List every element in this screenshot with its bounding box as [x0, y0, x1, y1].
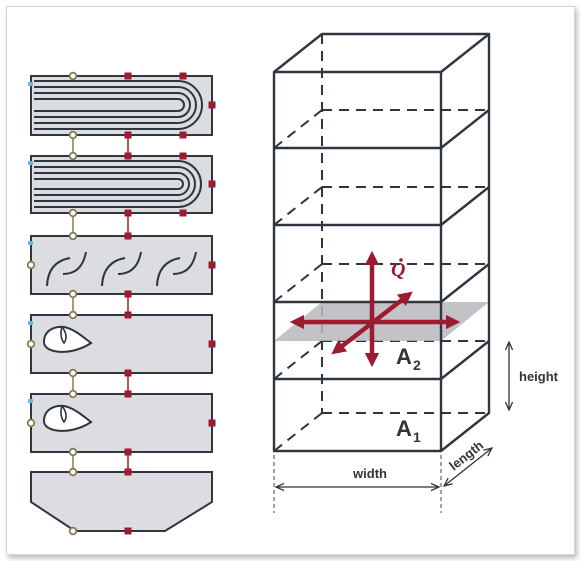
width-label: width	[352, 466, 387, 481]
depth-flux-arrow	[331, 291, 413, 355]
drop-icon	[42, 325, 93, 353]
cyan-markers	[28, 82, 33, 403]
length-dimension: length	[444, 438, 492, 486]
heat-flux-arrows	[289, 250, 461, 368]
module-stack	[26, 71, 216, 536]
hairpin-tubes	[34, 80, 203, 130]
module-hairpin-1	[30, 75, 213, 136]
round-ports	[26, 71, 78, 536]
height-label: height	[519, 369, 559, 384]
module-hairpin-2	[30, 155, 213, 214]
red-ports	[124, 72, 216, 535]
control-volume-box: Q A 2 A 1 width length height	[272, 32, 559, 513]
visible-edges	[272, 32, 491, 453]
module-drop-2	[30, 393, 213, 453]
heat-flow-dot	[399, 258, 403, 262]
area-label-1: A 1	[396, 416, 421, 445]
width-dimension: width	[273, 455, 442, 513]
hairpin-tubes	[34, 160, 202, 208]
hidden-edges	[273, 34, 489, 452]
svg-text:2: 2	[413, 357, 421, 373]
curved-blades	[46, 251, 197, 287]
module-blades	[30, 235, 213, 295]
svg-text:A: A	[396, 344, 412, 369]
svg-text:A: A	[396, 416, 412, 441]
heat-flow-label: Q	[391, 259, 405, 281]
svg-text:1: 1	[413, 429, 421, 445]
drop-icon	[42, 404, 93, 432]
module-hopper	[30, 471, 213, 532]
module-drop-1	[30, 314, 213, 374]
area-label-2: A 2	[396, 344, 421, 373]
height-dimension: height	[509, 342, 559, 410]
